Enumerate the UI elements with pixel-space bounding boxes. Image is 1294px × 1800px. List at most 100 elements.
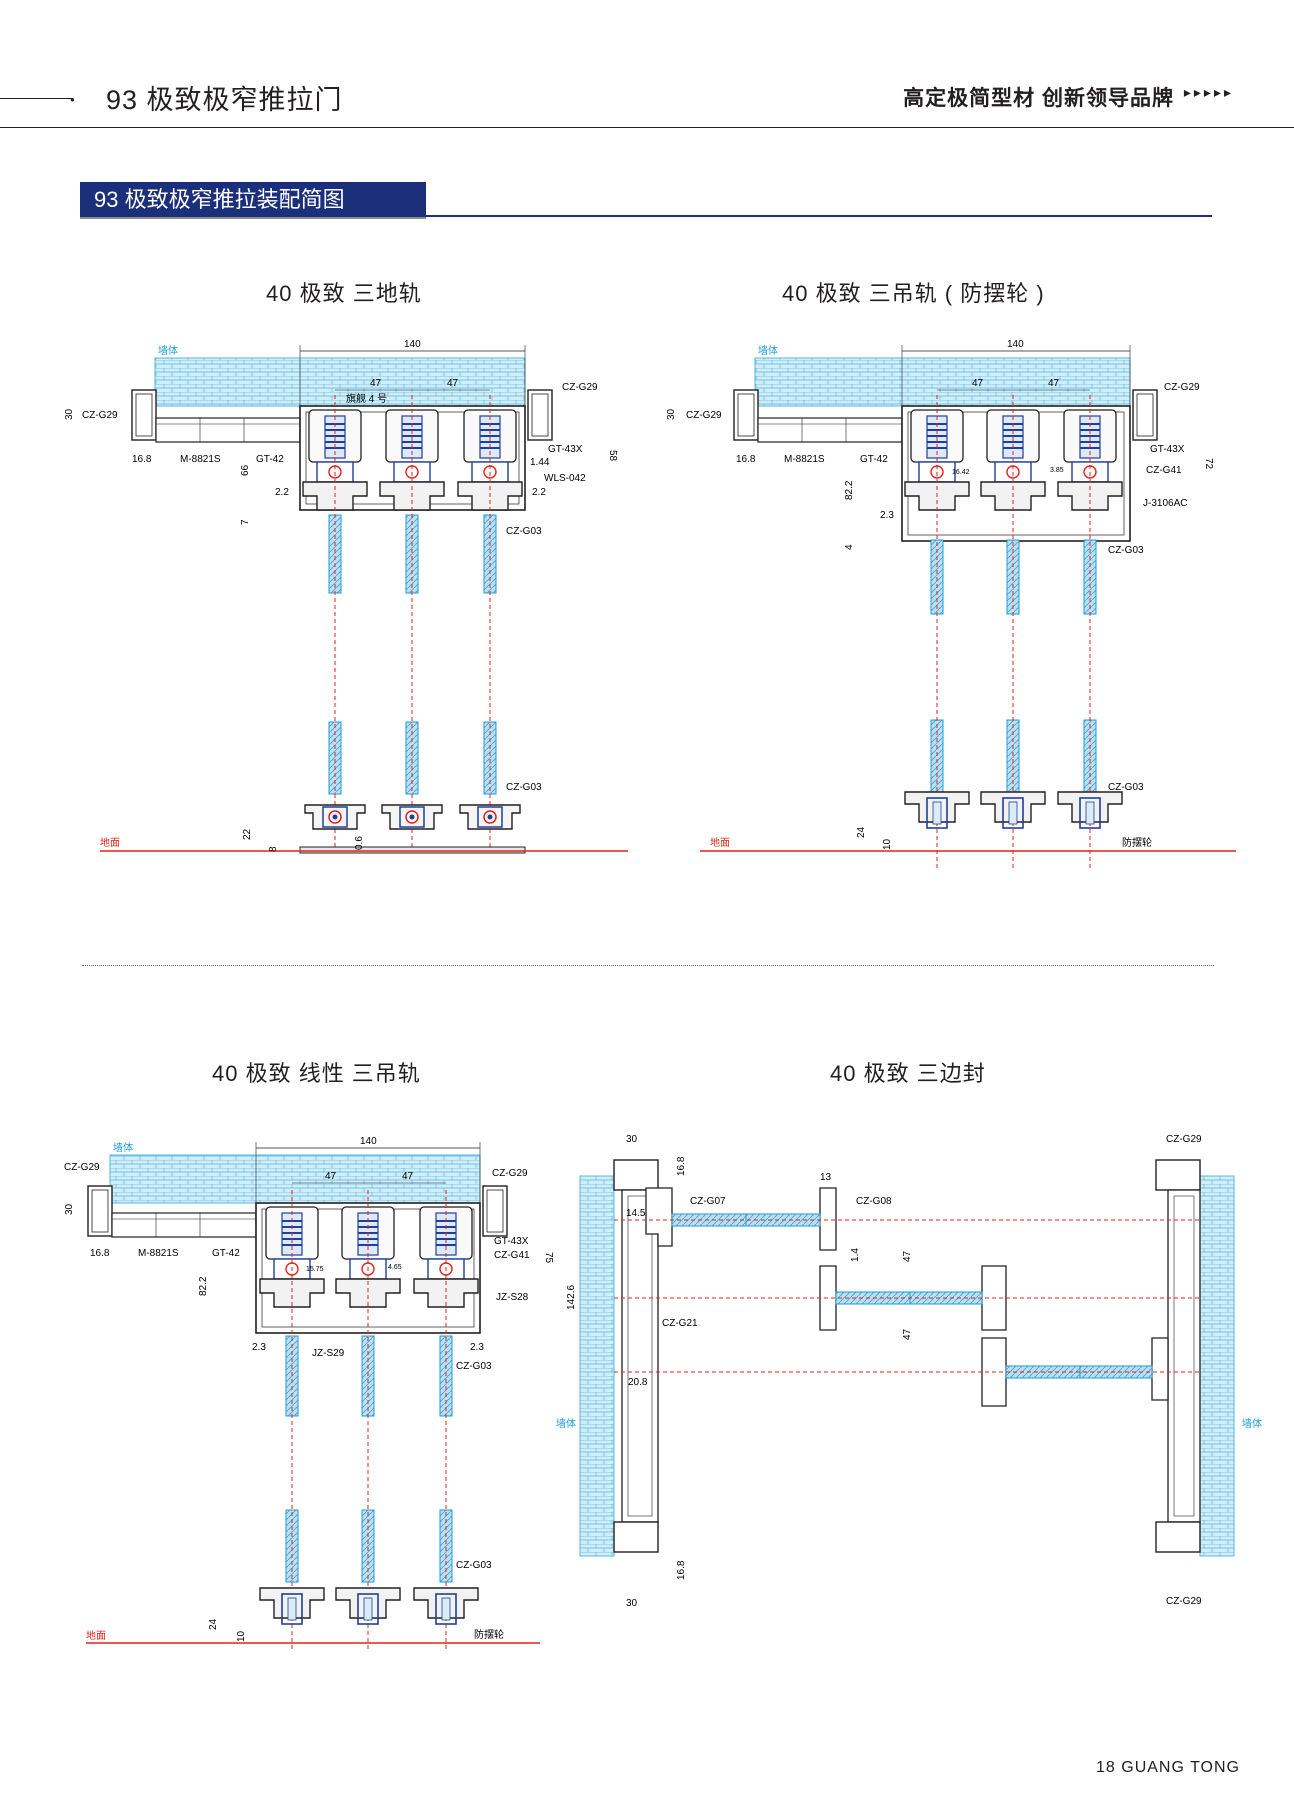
dim-20.8: 20.8 — [628, 1377, 648, 1388]
gt42-label: GT-42 — [860, 454, 888, 465]
czg29-top: CZ-G29 — [1166, 1134, 1202, 1145]
header-arrows-icon: ▸▸▸▸▸ — [1183, 84, 1234, 100]
m8821s-label: M-8821S — [784, 454, 825, 465]
dim-2.2-right: 2.2 — [532, 487, 546, 498]
diagram-3-title: 40 极致 线性 三吊轨 — [212, 1061, 421, 1086]
dim-82.2: 82.2 — [198, 1276, 209, 1296]
wls042-label: WLS-042 — [544, 473, 586, 484]
dim-2.3-right: 2.3 — [470, 1342, 484, 1353]
wall-label: 墙体 — [158, 344, 178, 357]
dim-16.8: 16.8 — [90, 1248, 110, 1259]
dim-16.42: 16.42 — [952, 469, 970, 476]
gt43x-label: GT-43X — [1150, 444, 1185, 455]
dim-47a: 47 — [972, 378, 984, 389]
header-slogan: 高定极简型材 创新领导品牌 — [903, 87, 1174, 110]
dim-47a: 47 — [325, 1171, 337, 1182]
dim-47b: 47 — [902, 1328, 913, 1340]
j3106ac-label: J-3106AC — [1143, 498, 1187, 509]
dim-16.8: 16.8 — [736, 454, 756, 465]
antisway-label: 防摆轮 — [1122, 836, 1152, 849]
page-title: 93 极致极窄推拉门 — [106, 85, 343, 115]
dim-2.3-left: 2.3 — [252, 1342, 266, 1353]
m8821s-label: M-8821S — [138, 1248, 179, 1259]
floor-label: 地面 — [710, 836, 730, 849]
dim-142.6: 142.6 — [566, 1285, 577, 1310]
czg07-label: CZ-G07 — [690, 1196, 726, 1207]
floor-label: 地面 — [86, 1629, 106, 1642]
czg03-top: CZ-G03 — [456, 1361, 492, 1372]
dim-82.2: 82.2 — [844, 480, 855, 500]
dim-0.6: 0.6 — [354, 836, 365, 850]
czg41-label: CZ-G41 — [1146, 465, 1182, 476]
section-shadow — [80, 217, 426, 219]
dim-16.8-top: 16.8 — [676, 1156, 687, 1176]
gt42-label: GT-42 — [256, 454, 284, 465]
czg03-bottom: CZ-G03 — [1108, 782, 1144, 793]
dim-30: 30 — [64, 408, 75, 420]
dim-24: 24 — [856, 826, 867, 838]
czg29-bottom: CZ-G29 — [1166, 1596, 1202, 1607]
section-title: 93 极致极窄推拉装配简图 — [80, 182, 426, 217]
section-rule — [426, 215, 1212, 217]
page-footer: 18 GUANG TONG — [1096, 1759, 1240, 1776]
flag-label: 旗舰 4 号 — [346, 392, 387, 405]
dim-75: 75 — [543, 1252, 554, 1264]
dim-24: 24 — [208, 1618, 219, 1630]
dim-8: 8 — [268, 846, 279, 852]
dim-3.85: 3.85 — [1050, 467, 1064, 474]
czg21-label: CZ-G21 — [662, 1318, 698, 1329]
dim-4.65: 4.65 — [388, 1264, 402, 1271]
czg03-bottom: CZ-G03 — [456, 1560, 492, 1571]
dim-140: 140 — [404, 339, 421, 350]
czg08-label: CZ-G08 — [856, 1196, 892, 1207]
czg29-left: CZ-G29 — [82, 410, 118, 421]
dim-140: 140 — [1007, 339, 1024, 350]
dim-15.75: 15.75 — [306, 1266, 324, 1273]
dim-10: 10 — [882, 838, 893, 850]
czg29-right: CZ-G29 — [492, 1168, 528, 1179]
header-bullet-icon: ● — [70, 95, 75, 104]
dim-1.44: 1.44 — [530, 457, 550, 468]
dim-66: 66 — [240, 464, 251, 476]
czg03-bottom: CZ-G03 — [506, 782, 542, 793]
diagram-2-drawing: 墙体 140 47 47 地面 CZ-G29 — [666, 339, 1236, 868]
dim-47a: 47 — [902, 1250, 913, 1262]
dim-7: 7 — [240, 519, 251, 525]
czg29-right: CZ-G29 — [1164, 382, 1200, 393]
wall-label: 墙体 — [758, 344, 778, 357]
floor-label: 地面 — [100, 836, 120, 849]
antisway-label: 防摆轮 — [474, 1628, 504, 1641]
m8821s-label: M-8821S — [180, 454, 221, 465]
czg41-label: CZ-G41 — [494, 1250, 530, 1261]
dim-10: 10 — [236, 1630, 247, 1642]
dim-30: 30 — [666, 408, 677, 420]
czg29-right: CZ-G29 — [562, 382, 598, 393]
dim-47b: 47 — [402, 1171, 414, 1182]
diagram-3-drawing: 墙体 140 47 47 地面 CZ-G29 — [64, 1136, 554, 1652]
wall-left-label: 墙体 — [556, 1417, 576, 1430]
diagram-1-title: 40 极致 三地轨 — [266, 281, 422, 306]
jzs28-label: JZ-S28 — [496, 1292, 529, 1303]
wall-label: 墙体 — [113, 1141, 133, 1154]
dim-30-top: 30 — [626, 1134, 638, 1145]
header-rule — [0, 98, 72, 99]
dim-14.5: 14.5 — [626, 1208, 646, 1219]
jzs29-label: JZ-S29 — [312, 1348, 345, 1359]
diagram-4-drawing: 30 16.8 CZ-G07 14.5 13 CZ-G08 1.4 47 47 … — [556, 1134, 1262, 1609]
dim-47b: 47 — [1048, 378, 1060, 389]
czg03-top: CZ-G03 — [1108, 545, 1144, 556]
dim-72: 72 — [1203, 458, 1214, 470]
gt43x-label: GT-43X — [494, 1236, 529, 1247]
dim-1.4: 1.4 — [850, 1248, 861, 1262]
czg03-top: CZ-G03 — [506, 526, 542, 537]
dim-4: 4 — [844, 544, 855, 550]
diagram-1-drawing: 墙体 140 47 47 旗舰 4 号 — [64, 339, 628, 854]
czg29-left: CZ-G29 — [686, 410, 722, 421]
diagram-2-title: 40 极致 三吊轨 ( 防摆轮 ) — [782, 281, 1045, 306]
diagram-4-title: 40 极致 三边封 — [830, 1061, 986, 1086]
dim-58: 58 — [607, 450, 618, 462]
dim-30: 30 — [64, 1203, 75, 1215]
dim-47b: 47 — [447, 378, 459, 389]
dim-47a: 47 — [370, 378, 382, 389]
gt43x-label: GT-43X — [548, 444, 583, 455]
